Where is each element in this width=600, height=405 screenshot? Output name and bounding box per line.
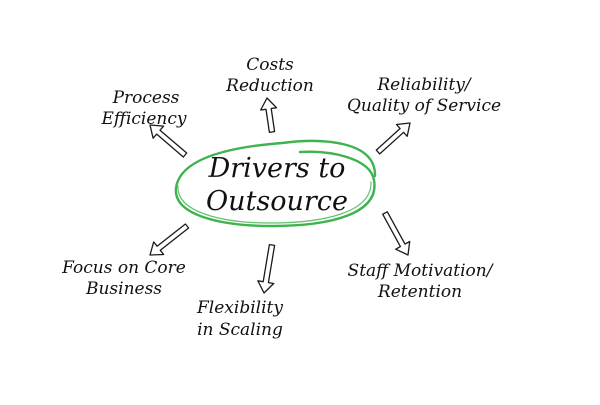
driver-reliability-quality-line1: Reliability/	[376, 75, 472, 95]
center-ring-inner-stroke	[177, 181, 372, 224]
driver-process-efficiency-line2: Efficiency	[101, 109, 187, 129]
driver-staff-motivation-line1: Staff Motivation/	[348, 261, 495, 281]
driver-costs-reduction-line1: Costs	[246, 55, 294, 75]
arrow-shape	[149, 223, 190, 256]
arrow-to-reliability-quality	[375, 122, 411, 155]
driver-staff-motivation-line2: Retention	[377, 282, 462, 302]
arrow-shape	[382, 211, 411, 256]
driver-flexibility-scaling-line1: Flexibility	[196, 298, 283, 318]
arrow-to-flexibility-scaling	[257, 243, 276, 294]
arrow-shape	[149, 124, 188, 158]
arrow-to-focus-core-business	[149, 223, 190, 256]
arrow-shape	[257, 243, 276, 294]
driver-flexibility-scaling-line2: in Scaling	[197, 320, 283, 340]
center-title-line1: Drivers to	[208, 153, 346, 184]
driver-reliability-quality-line2: Quality of Service	[347, 96, 501, 116]
driver-process-efficiency-line1: Process	[112, 88, 180, 108]
arrow-to-staff-motivation	[382, 211, 411, 256]
center-title-line2: Outsource	[206, 186, 348, 217]
arrow-to-costs-reduction	[260, 97, 278, 134]
driver-focus-core-business-line2: Business	[85, 279, 162, 299]
driver-costs-reduction-line2: Reduction	[225, 76, 314, 96]
arrow-to-process-efficiency	[149, 124, 188, 158]
center-ring	[174, 139, 377, 228]
arrow-shape	[260, 97, 278, 134]
driver-focus-core-business-line1: Focus on Core	[61, 258, 186, 278]
arrow-shape	[375, 122, 411, 155]
